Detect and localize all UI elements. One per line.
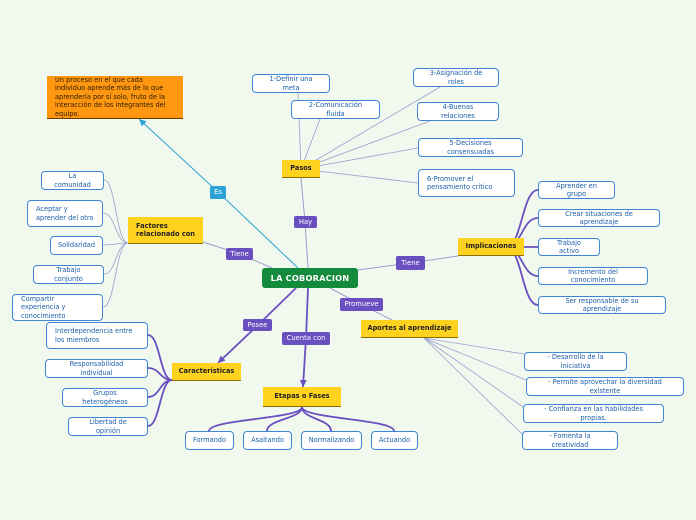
relation-label-promueve[interactable]: Promueve — [340, 298, 383, 311]
definition-box[interactable]: Un proceso en el que cada individuo apre… — [47, 76, 183, 119]
link-factores-item-4 — [103, 242, 129, 275]
link-central-hay — [304, 221, 309, 269]
etapas-item-1[interactable]: Formando — [185, 431, 234, 450]
relation-label-tiene-implicaciones[interactable]: Tiene — [396, 256, 425, 270]
pasos-item-2[interactable]: 2-Comunicación fluida — [291, 100, 380, 119]
pasos-item-1[interactable]: 1-Definir una meta — [252, 74, 330, 93]
factores-item-2[interactable]: Aceptar y aprender del otro — [27, 200, 103, 227]
link-pasos-item-5 — [300, 147, 419, 170]
caracteristicas-item-3[interactable]: Grupos heterogéneos — [62, 388, 148, 407]
link-factores-item-5 — [102, 242, 129, 308]
link-hay-pasos — [300, 177, 306, 223]
implicaciones-item-5[interactable]: Ser responsable de su aprendizaje — [538, 296, 666, 314]
factores-item-3[interactable]: Solidaridad — [50, 236, 103, 255]
caracteristicas-item-2[interactable]: Responsabilidad individual — [45, 359, 148, 378]
link-etapas-item-1 — [208, 406, 303, 432]
central-topic[interactable]: LA COBORACION — [262, 268, 358, 288]
topic-factores[interactable]: Factores relacionado con — [128, 217, 203, 244]
pasos-item-3[interactable]: 3-Asignación de roles — [413, 68, 499, 87]
caracteristicas-item-4[interactable]: Libertad de opinión — [68, 417, 148, 436]
topic-aportes[interactable]: Aportes al aprendizaje — [361, 320, 458, 338]
link-etapas-item-4 — [301, 406, 395, 432]
etapas-item-3[interactable]: Normalizando — [301, 431, 362, 450]
link-aportes-item-3 — [423, 337, 524, 408]
relation-label-posee[interactable]: Posee — [243, 319, 272, 331]
topic-implicaciones[interactable]: Implicaciones — [458, 238, 524, 256]
relation-label-es[interactable]: Es — [210, 186, 226, 199]
arrowhead — [218, 355, 226, 363]
link-factores-item-3 — [102, 242, 129, 246]
arrowhead — [139, 119, 147, 127]
pasos-item-5[interactable]: 5-Decisiones consensuadas — [418, 138, 523, 157]
link-aportes-item-1 — [423, 337, 525, 355]
link-pasos-item-3 — [300, 86, 441, 170]
aportes-item-3[interactable]: - Confianza en las habilidades propias. — [523, 404, 664, 423]
link-aportes-item-2 — [423, 337, 527, 381]
link-es-definition — [138, 118, 219, 193]
arrowhead — [299, 379, 307, 387]
pasos-item-4[interactable]: 4-Buenas relaciones — [417, 102, 499, 121]
pasos-item-6[interactable]: 6-Promover el pensamiento critico — [418, 169, 515, 197]
link-central-es — [217, 191, 299, 269]
link-pasos-item-6 — [300, 168, 419, 184]
relation-label-cuenta-con[interactable]: Cuenta con — [282, 332, 330, 345]
link-pasos-item-4 — [300, 120, 431, 170]
etapas-item-2[interactable]: Asaltando — [243, 431, 292, 450]
caracteristicas-item-1[interactable]: Interdependencia entre los miembros — [46, 322, 148, 349]
implicaciones-item-3[interactable]: Trabajo activo — [538, 238, 600, 256]
implicaciones-item-2[interactable]: Crear situaciones de aprendizaje — [538, 209, 660, 227]
aportes-item-4[interactable]: - Fomenta la creatividad — [522, 431, 618, 450]
aportes-item-1[interactable]: - Desarrollo de la iniciativa — [524, 352, 627, 371]
link-etapas-item-2 — [266, 406, 303, 432]
topic-pasos[interactable]: Pasos — [282, 160, 320, 178]
implicaciones-item-1[interactable]: Aprender en grupo — [538, 181, 615, 199]
factores-item-5[interactable]: Compartir experiencia y conocimiento — [12, 294, 103, 321]
link-caracteristicas-item-4 — [147, 379, 173, 427]
relation-label-tiene-factores[interactable]: Tiene — [226, 248, 253, 260]
link-cuenta-con-etapas — [302, 337, 307, 388]
aportes-item-2[interactable]: - Permite aprovechar la diversidad exist… — [526, 377, 684, 396]
etapas-item-4[interactable]: Actuando — [371, 431, 418, 450]
topic-caracteristicas[interactable]: Características — [172, 363, 241, 381]
factores-item-4[interactable]: Trabajo conjunto — [33, 265, 104, 284]
factores-item-1[interactable]: La comunidad — [41, 171, 104, 190]
link-central-posee — [257, 287, 297, 326]
relation-label-hay[interactable]: Hay — [294, 216, 317, 228]
link-central-cuenta-con — [305, 287, 309, 339]
link-aportes-item-4 — [423, 337, 523, 435]
link-factores-item-2 — [102, 212, 129, 244]
link-factores-item-1 — [103, 179, 129, 244]
topic-etapas[interactable]: Etapas o Fases — [263, 387, 341, 407]
implicaciones-item-4[interactable]: Incremento del conocimiento — [538, 267, 648, 285]
link-posee-caracteristicas — [217, 324, 259, 364]
